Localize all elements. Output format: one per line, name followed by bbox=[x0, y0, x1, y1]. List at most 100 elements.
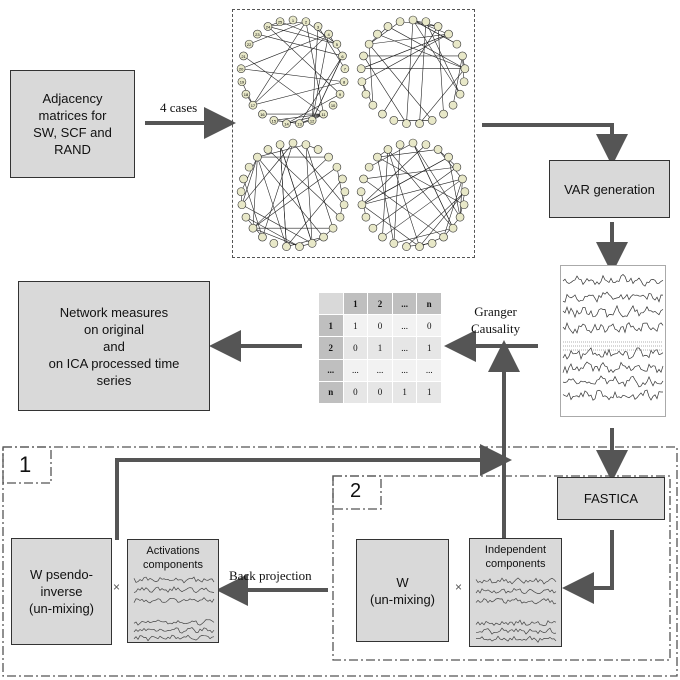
graph-node bbox=[395, 17, 405, 26]
graph-edge bbox=[393, 144, 401, 244]
graph-node bbox=[248, 223, 258, 233]
graph-node bbox=[263, 145, 273, 154]
graph-node bbox=[444, 152, 453, 162]
graph-node bbox=[269, 239, 279, 248]
region-1-label: 1 bbox=[19, 452, 32, 477]
graph-node bbox=[239, 174, 248, 184]
graph-edge bbox=[412, 19, 461, 95]
graph-edge bbox=[257, 144, 307, 158]
signal-trace bbox=[133, 576, 215, 584]
graph-edge bbox=[406, 19, 414, 124]
fastica-box: FASTICA bbox=[557, 477, 665, 520]
graph-node bbox=[356, 64, 366, 74]
graph-node bbox=[408, 138, 418, 148]
graph-node-label: 21 bbox=[241, 54, 246, 59]
graph-node-label: 1 bbox=[292, 18, 295, 23]
independent-components-text: Independent components bbox=[484, 544, 547, 570]
graph-node bbox=[408, 15, 418, 25]
graph-edge bbox=[443, 178, 463, 238]
adjacency-matrices-text: Adjacency matrices for SW, SCF and RAND bbox=[33, 91, 112, 157]
matrix-cell: ... bbox=[342, 358, 369, 382]
signal-trace bbox=[133, 627, 215, 634]
graph-node bbox=[439, 109, 448, 119]
graph-node bbox=[253, 29, 262, 39]
graph-node bbox=[288, 138, 298, 148]
graph-node bbox=[452, 162, 462, 172]
graph-node-label: 24 bbox=[266, 24, 271, 29]
graph-node bbox=[460, 187, 470, 197]
graph-node bbox=[444, 29, 453, 39]
graph-edge bbox=[252, 21, 307, 106]
graph-edge bbox=[305, 21, 324, 115]
graph-edge bbox=[363, 178, 444, 238]
region-2-label: 2 bbox=[350, 480, 362, 502]
graph-node bbox=[288, 15, 298, 25]
graph-node bbox=[340, 187, 350, 197]
graph-node bbox=[275, 140, 285, 149]
var-generation-text: VAR generation bbox=[564, 181, 655, 197]
graph-node bbox=[253, 152, 262, 162]
graph-node bbox=[421, 140, 431, 149]
signal-trace bbox=[562, 291, 664, 303]
graph-node-label: 22 bbox=[247, 42, 252, 47]
graph-edge bbox=[311, 26, 319, 121]
graph-node bbox=[455, 89, 465, 99]
signal-trace bbox=[133, 597, 215, 604]
time-series-plot bbox=[560, 265, 666, 417]
graph-edge bbox=[406, 191, 466, 247]
graph-edge bbox=[241, 68, 345, 83]
w-unmixing-text: W (un-mixing) bbox=[369, 574, 435, 607]
graph-node bbox=[248, 100, 258, 110]
w-pseudo-inverse-text: W psendo- inverse (un-mixing) bbox=[28, 567, 94, 616]
graph-edge bbox=[387, 26, 466, 69]
graph-edge bbox=[267, 21, 306, 27]
graph-node bbox=[389, 116, 399, 125]
signal-trace bbox=[475, 619, 557, 627]
graph-edge bbox=[377, 33, 466, 70]
graph-node bbox=[275, 17, 285, 26]
signal-trace bbox=[562, 375, 664, 388]
signal-trace bbox=[133, 619, 215, 626]
graph-node bbox=[340, 64, 350, 74]
activations-traces bbox=[133, 576, 215, 642]
graph-node bbox=[339, 200, 349, 210]
arrow-wpseudo-to-granger bbox=[115, 444, 512, 540]
matrix-cell: 1 bbox=[342, 314, 369, 338]
graph-node bbox=[415, 242, 424, 251]
graph-node bbox=[241, 89, 251, 99]
graph-edge bbox=[279, 21, 338, 45]
graph-edge bbox=[368, 21, 401, 45]
graph-edge bbox=[361, 178, 463, 206]
matrix-cell: 0 bbox=[367, 380, 393, 405]
graph-node bbox=[236, 187, 246, 197]
matrix-header-cell: n bbox=[416, 291, 442, 316]
graph-node bbox=[389, 239, 399, 248]
matrix-cell: 1 bbox=[416, 336, 442, 360]
graph-edge bbox=[372, 166, 458, 229]
graph-node bbox=[448, 223, 458, 233]
graph-node bbox=[332, 162, 342, 172]
graph-node-label: 2 bbox=[305, 20, 308, 25]
graph-node bbox=[339, 77, 349, 87]
graph-node-label: 20 bbox=[239, 67, 244, 72]
graph-edge bbox=[336, 167, 345, 205]
graph-node bbox=[241, 212, 251, 222]
graph-edge bbox=[369, 33, 449, 45]
graph-node-label: 23 bbox=[255, 32, 260, 37]
graph-node bbox=[439, 232, 448, 242]
graph-node bbox=[282, 242, 291, 251]
graph-node bbox=[324, 152, 333, 162]
graph-edge bbox=[286, 236, 324, 247]
graph-edge bbox=[459, 178, 463, 218]
graph-node-label: 18 bbox=[244, 92, 249, 97]
graph-edge bbox=[387, 149, 454, 229]
matrix-header-cell: n bbox=[318, 380, 344, 405]
signal-trace bbox=[562, 389, 663, 401]
graph-node bbox=[282, 119, 291, 128]
graph-node bbox=[455, 212, 465, 222]
matrix-header-cell: 1 bbox=[342, 291, 369, 316]
graph-node bbox=[269, 116, 279, 125]
